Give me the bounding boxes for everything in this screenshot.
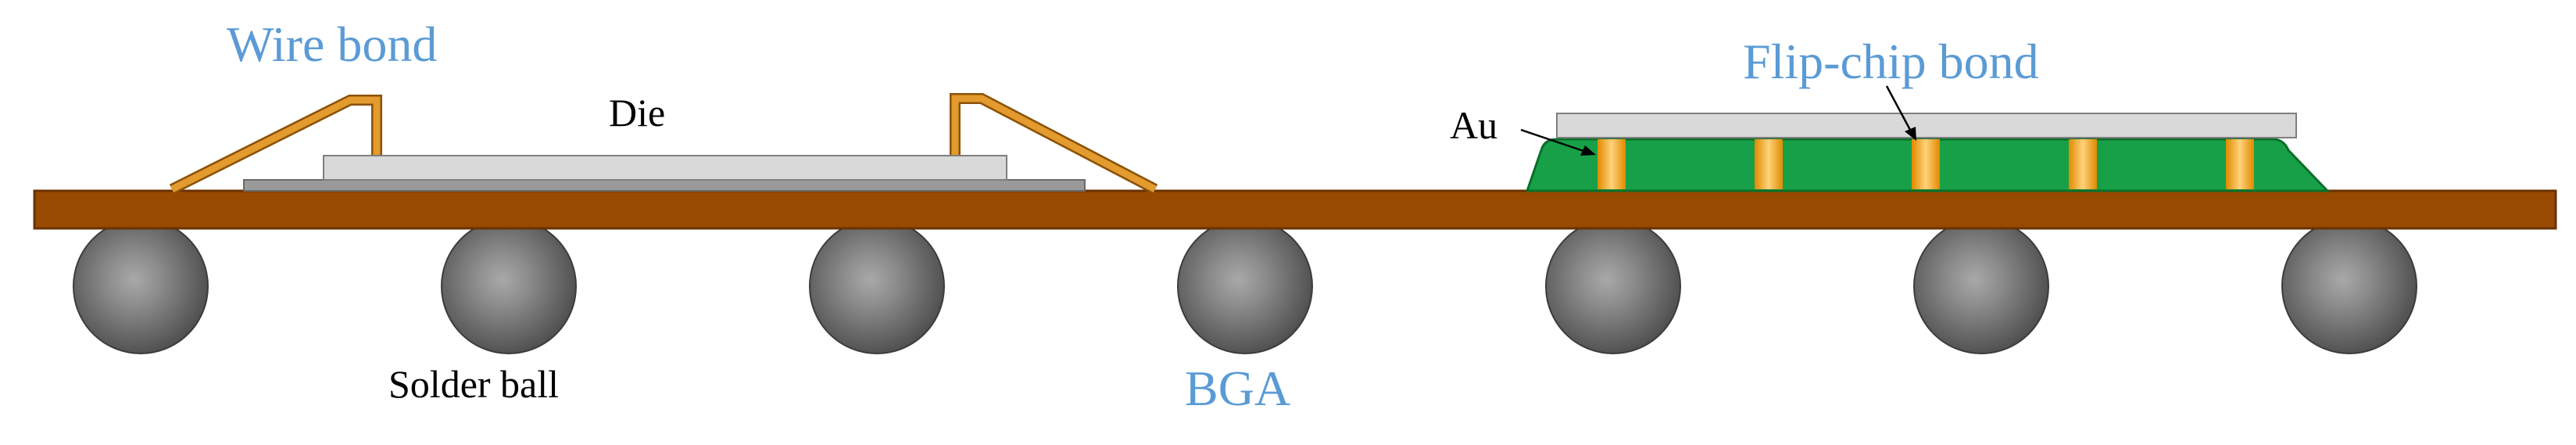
flip-chip-package [1525,113,2331,192]
die [323,155,1007,181]
gold-bump [2069,139,2097,189]
solder-ball [441,218,577,354]
wire-bond-label: Wire bond [227,16,437,72]
solder-ball [73,218,209,354]
au-label: Au [1450,103,1497,147]
gold-bump [2226,139,2254,189]
gold-bump [1755,139,1783,189]
solder-ball [1545,218,1681,354]
gold-bump [1597,139,1626,189]
solder-ball-label: Solder ball [388,362,559,406]
flip-chip-die [1556,113,2297,138]
die-label: Die [609,91,665,135]
au-arrow [1520,128,1596,156]
die-attach [243,179,1086,192]
substrate [33,189,2557,230]
solder-ball [1177,218,1313,354]
flip-chip-bond-label: Flip-chip bond [1743,34,2039,89]
flip-chip-arrow [1885,85,1916,141]
solder-ball [1913,218,2049,354]
solder-ball [2281,218,2417,354]
solder-ball-row [73,218,2417,354]
gold-bump-row [1597,139,2254,189]
solder-ball [809,218,945,354]
gold-bump [1912,139,1940,189]
bga-label: BGA [1185,361,1290,416]
wire-bond-package [169,93,1158,195]
